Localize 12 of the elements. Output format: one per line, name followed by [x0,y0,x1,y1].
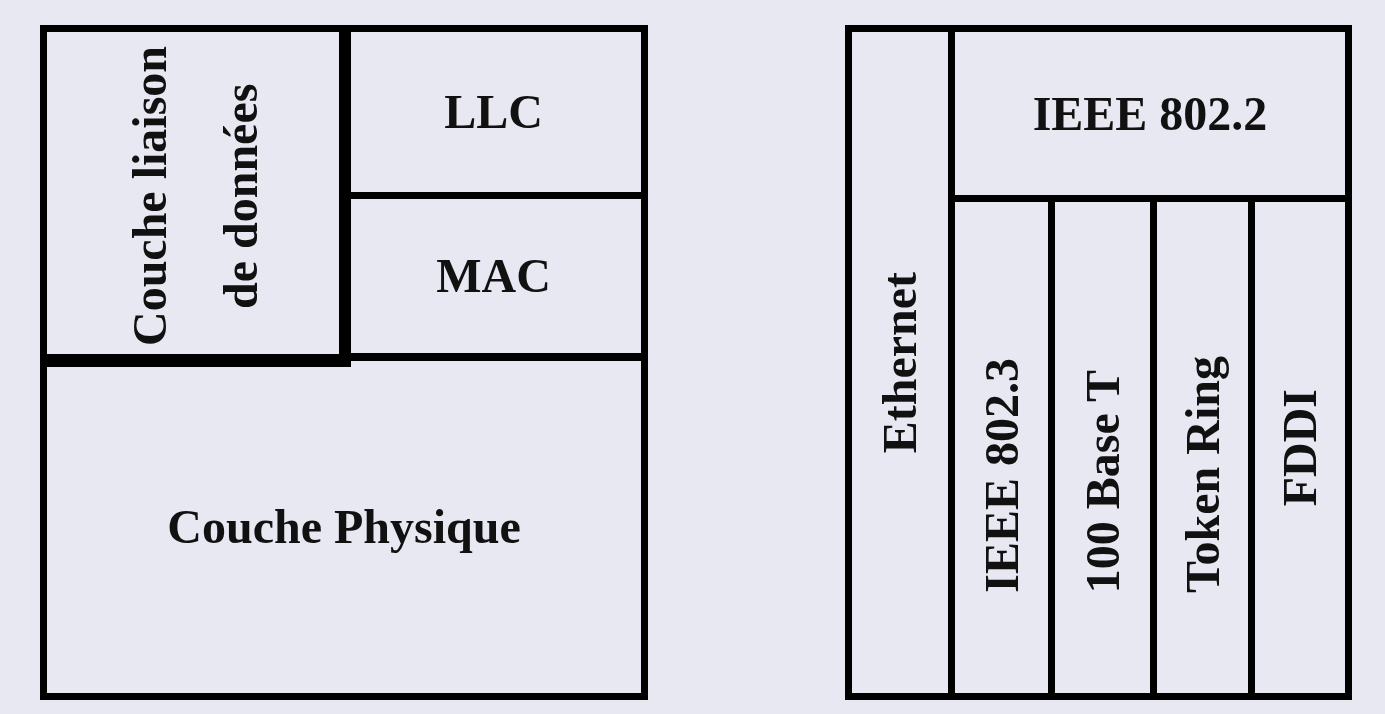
layer-label: Ethernet [872,271,928,454]
layer-label: LLC [444,84,543,140]
layer-label: FDDI [1272,388,1328,507]
layer-box [40,25,351,367]
layer-label: 100 Base T [1074,369,1130,593]
layer-label: Couche Physique [167,499,521,555]
layer-label: IEEE 802.3 [973,358,1029,593]
layer-label: IEEE 802.2 [1032,85,1268,142]
layer-label: MAC [436,248,551,304]
layer-box [40,354,648,700]
layer-label: Couche liaison de données [122,45,269,349]
layer-label: Token Ring [1174,356,1230,593]
